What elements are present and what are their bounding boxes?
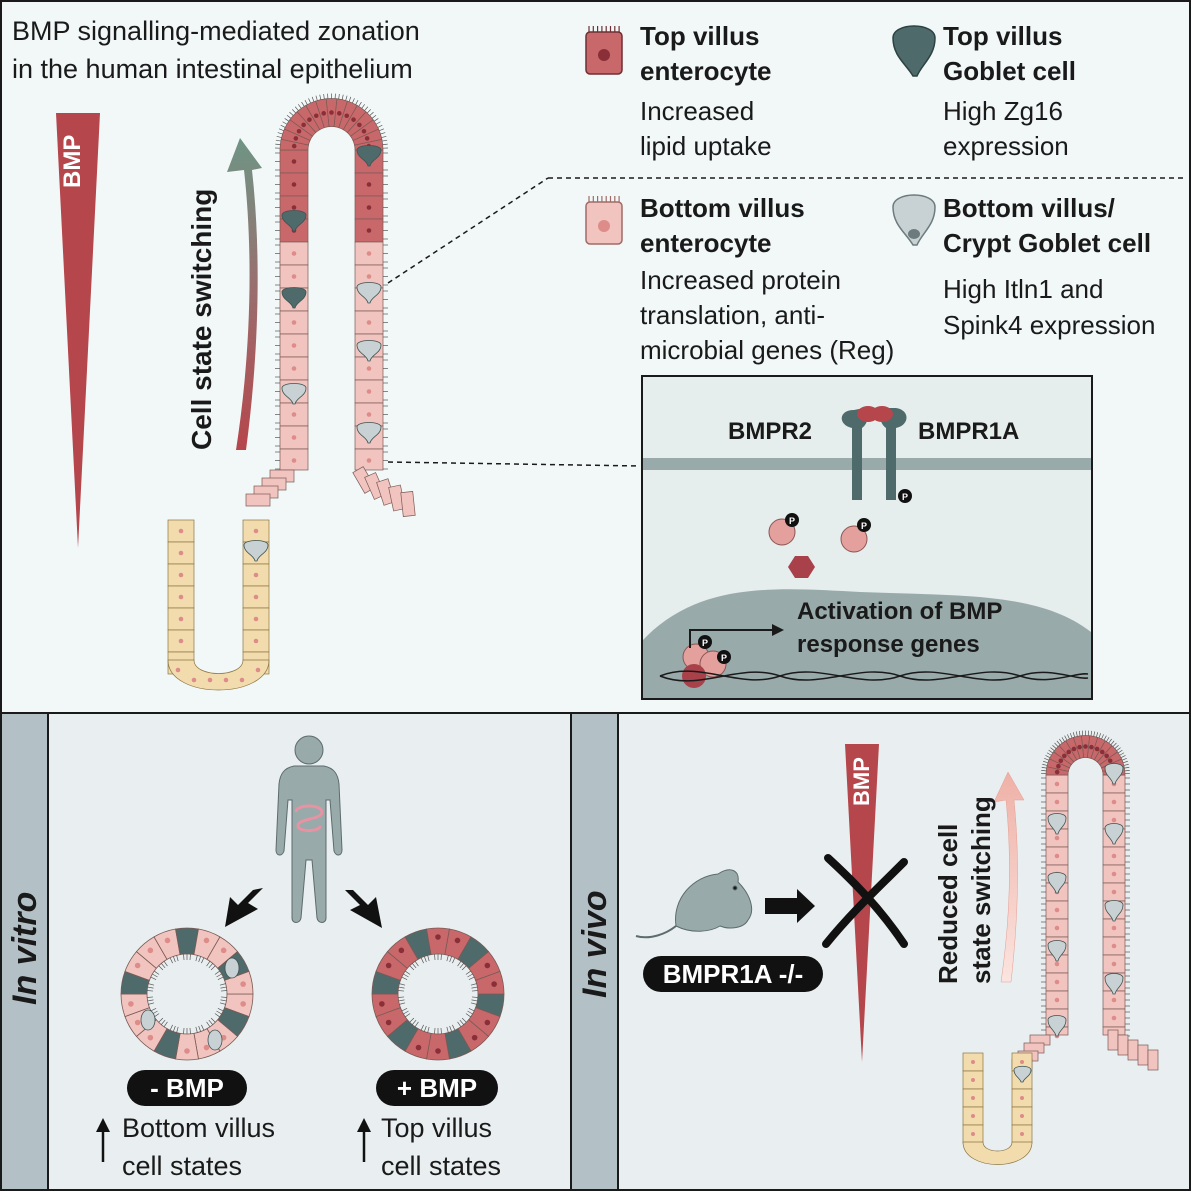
plus-bmp-pill: + BMP (376, 1070, 498, 1106)
minus-bmp-result-line-1: Bottom villus (122, 1113, 276, 1143)
svg-text:P: P (861, 521, 867, 531)
minus-bmp-pill: - BMP (127, 1070, 247, 1106)
in-vivo-panel (570, 712, 1191, 1191)
svg-text:P: P (789, 516, 795, 526)
bmp-ligand (857, 406, 893, 422)
figure-title-line-2: in the human intestinal epithelium (12, 54, 413, 84)
in-vivo-tab (572, 714, 618, 1189)
bmp-gradient-label-in-vivo: BMP (849, 757, 874, 806)
transcription-arrowhead (772, 624, 784, 636)
villus-structure-in-vivo (962, 730, 1159, 1165)
arrow-down-left (225, 888, 263, 927)
receptor-phospho: P (898, 489, 912, 503)
cell-state-switching-label: Cell state switching (186, 188, 217, 450)
dashed-connector-bottom (387, 461, 641, 467)
legend-desc: Increased (640, 96, 755, 126)
legend-title: Crypt Goblet cell (943, 228, 1152, 258)
cell-membrane (643, 458, 1091, 470)
villus-structure (167, 93, 416, 691)
bmpr2-receptor (841, 408, 868, 500)
in-vitro-tab (2, 714, 48, 1189)
dashed-connector-top (387, 177, 549, 284)
up-arrow-minus (96, 1118, 110, 1162)
cell-state-switching-arrow (227, 138, 262, 450)
legend-title: Bottom villus (640, 193, 805, 223)
mouse-icon (635, 869, 753, 939)
bmpr1a-label: BMPR1A (918, 418, 1020, 445)
top-villus-enterocyte-icon (585, 26, 623, 75)
organoid-plus-bmp (371, 927, 505, 1061)
knockout-pill: BMPR1A -/- (643, 956, 823, 992)
arrow-right (765, 889, 815, 923)
legend-title: enterocyte (640, 56, 772, 86)
human-body-icon (275, 735, 343, 923)
legend-desc: expression (943, 131, 1069, 161)
knockout-cross (822, 854, 908, 948)
plus-bmp-result-line-2: cell states (381, 1151, 502, 1181)
transcription-arrow (689, 629, 772, 648)
arrow-down-right (345, 890, 382, 928)
legend-desc: microbial genes (Reg) (640, 335, 895, 365)
bottom-villus-goblet-cell-icon (892, 194, 936, 246)
nucleus-region (643, 589, 1091, 698)
smad-complex: P P (682, 635, 731, 688)
top-villus-goblet-cell-icon (892, 25, 936, 77)
legend-title: Top villus (640, 21, 760, 51)
svg-text:P: P (702, 638, 708, 648)
bmp-gradient-wedge (56, 113, 100, 548)
reduced-switching-arrow (993, 771, 1025, 983)
plus-bmp-result-line-1: Top villus (381, 1113, 493, 1143)
legend-desc: High Zg16 (943, 96, 1063, 126)
bottom-villus-enterocyte-icon (585, 196, 623, 245)
organoid-minus-bmp (120, 927, 254, 1061)
reduced-switching-label-line-2: state switching (966, 796, 996, 984)
nucleus-label-line-1: Activation of BMP (797, 598, 1003, 625)
smad4 (788, 556, 815, 578)
svg-text:P: P (902, 492, 908, 502)
legend-desc: Increased protein (640, 265, 841, 295)
svg-text:P: P (721, 653, 727, 663)
legend-desc: translation, anti- (640, 300, 825, 330)
figure-title-line-1: BMP signalling-mediated zonation (12, 16, 420, 46)
nucleus-label-line-2: response genes (797, 631, 980, 658)
legend-desc: lipid uptake (640, 131, 772, 161)
legend-title: Top villus (943, 21, 1063, 51)
reduced-switching-label-line-1: Reduced cell (933, 823, 963, 984)
legend-title: enterocyte (640, 228, 772, 258)
intestine-icon (294, 804, 324, 832)
legend-title: Bottom villus/ (943, 193, 1115, 223)
minus-bmp-result-line-2: cell states (122, 1151, 243, 1181)
phospho-smad-1: P (768, 513, 799, 546)
bmpr1a-receptor (880, 408, 907, 500)
legend-desc: High Itln1 and (943, 274, 1104, 304)
legend-title: Goblet cell (943, 56, 1076, 86)
up-arrow-plus (357, 1118, 371, 1162)
bmp-gradient-label: BMP (59, 134, 86, 188)
bmpr2-label: BMPR2 (728, 418, 813, 445)
legend-desc: Spink4 expression (943, 310, 1156, 340)
dna-strand (659, 670, 1089, 682)
phospho-smad-2: P (840, 518, 871, 553)
